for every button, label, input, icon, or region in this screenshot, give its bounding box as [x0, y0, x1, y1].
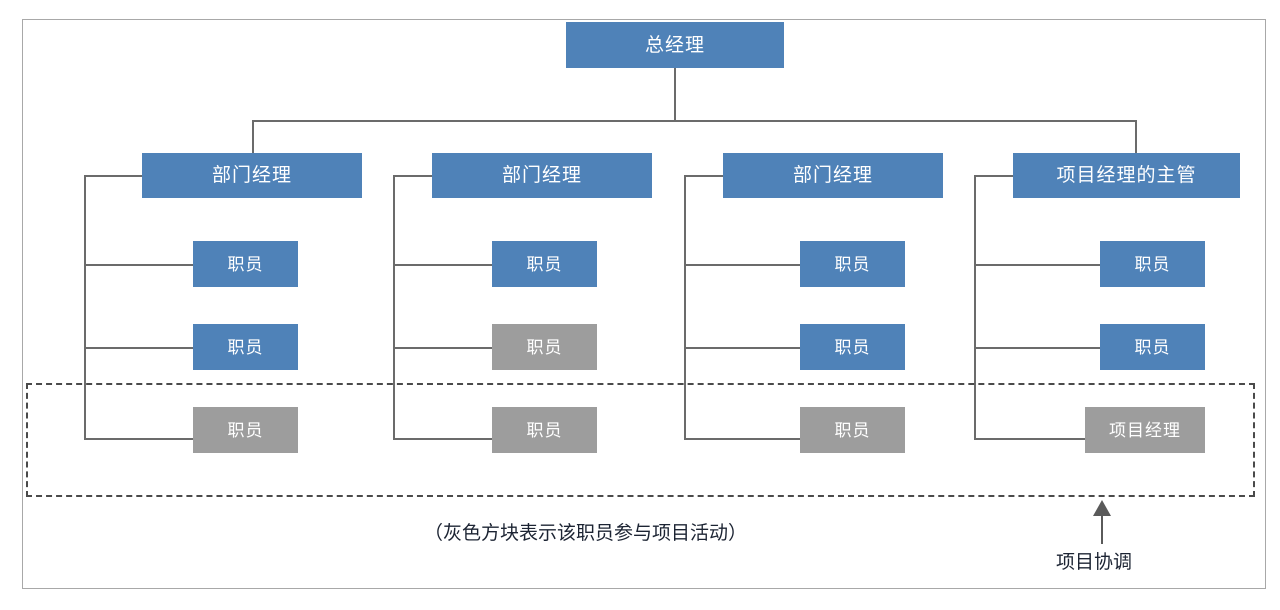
node-col-3-member-2[interactable]: 职员 — [800, 324, 905, 370]
node-general-manager[interactable]: 总经理 — [566, 22, 784, 68]
node-col-2-member-1[interactable]: 职员 — [492, 241, 597, 287]
connector-branch-col-4-member-3 — [974, 438, 1085, 440]
node-col-4-head[interactable]: 项目经理的主管 — [1013, 153, 1240, 198]
node-col-4-member-1[interactable]: 职员 — [1100, 241, 1205, 287]
node-col-1-member-3[interactable]: 职员 — [193, 407, 298, 453]
connector-head-col-3 — [684, 175, 723, 177]
connector-branch-col-1-member-1 — [84, 264, 193, 266]
connector-head-col-4 — [974, 175, 1013, 177]
connector-branch-col-1-member-2 — [84, 347, 193, 349]
node-col-3-head[interactable]: 部门经理 — [723, 153, 943, 198]
connector-spine-col-2 — [393, 175, 395, 438]
connector-spine-col-1 — [84, 175, 86, 438]
node-col-4-member-3[interactable]: 项目经理 — [1085, 407, 1205, 453]
arrow-up-icon — [1093, 500, 1111, 516]
connector-spine-col-4 — [974, 175, 976, 438]
project-coordination-label: 项目协调 — [1056, 552, 1133, 573]
node-col-3-member-3[interactable]: 职员 — [800, 407, 905, 453]
connector-branch-col-2-member-3 — [393, 438, 492, 440]
connector-bus-horizontal — [252, 120, 1136, 122]
node-col-2-member-2[interactable]: 职员 — [492, 324, 597, 370]
connector-head-col-2 — [393, 175, 432, 177]
connector-branch-col-2-member-2 — [393, 347, 492, 349]
node-col-2-head[interactable]: 部门经理 — [432, 153, 652, 198]
connector-branch-col-4-member-2 — [974, 347, 1100, 349]
node-col-1-head[interactable]: 部门经理 — [142, 153, 362, 198]
legend-caption: （灰色方块表示该职员参与项目活动） — [424, 523, 748, 544]
connector-branch-col-3-member-2 — [684, 347, 800, 349]
connector-drop-col-4 — [1135, 120, 1137, 155]
node-col-1-member-2[interactable]: 职员 — [193, 324, 298, 370]
connector-branch-col-4-member-1 — [974, 264, 1100, 266]
node-col-1-member-1[interactable]: 职员 — [193, 241, 298, 287]
node-col-3-member-1[interactable]: 职员 — [800, 241, 905, 287]
node-col-2-member-3[interactable]: 职员 — [492, 407, 597, 453]
connector-head-col-1 — [84, 175, 142, 177]
connector-drop-col-1 — [252, 120, 254, 155]
connector-trunk-vertical — [674, 68, 676, 120]
diagram-outer-frame — [22, 19, 1266, 589]
connector-branch-col-2-member-1 — [393, 264, 492, 266]
node-col-4-member-2[interactable]: 职员 — [1100, 324, 1205, 370]
connector-branch-col-3-member-1 — [684, 264, 800, 266]
connector-branch-col-1-member-3 — [84, 438, 193, 440]
project-coordination-arrow-shaft — [1101, 513, 1103, 544]
project-scope-dashed-box — [26, 383, 1255, 497]
connector-spine-col-3 — [684, 175, 686, 438]
connector-branch-col-3-member-3 — [684, 438, 800, 440]
